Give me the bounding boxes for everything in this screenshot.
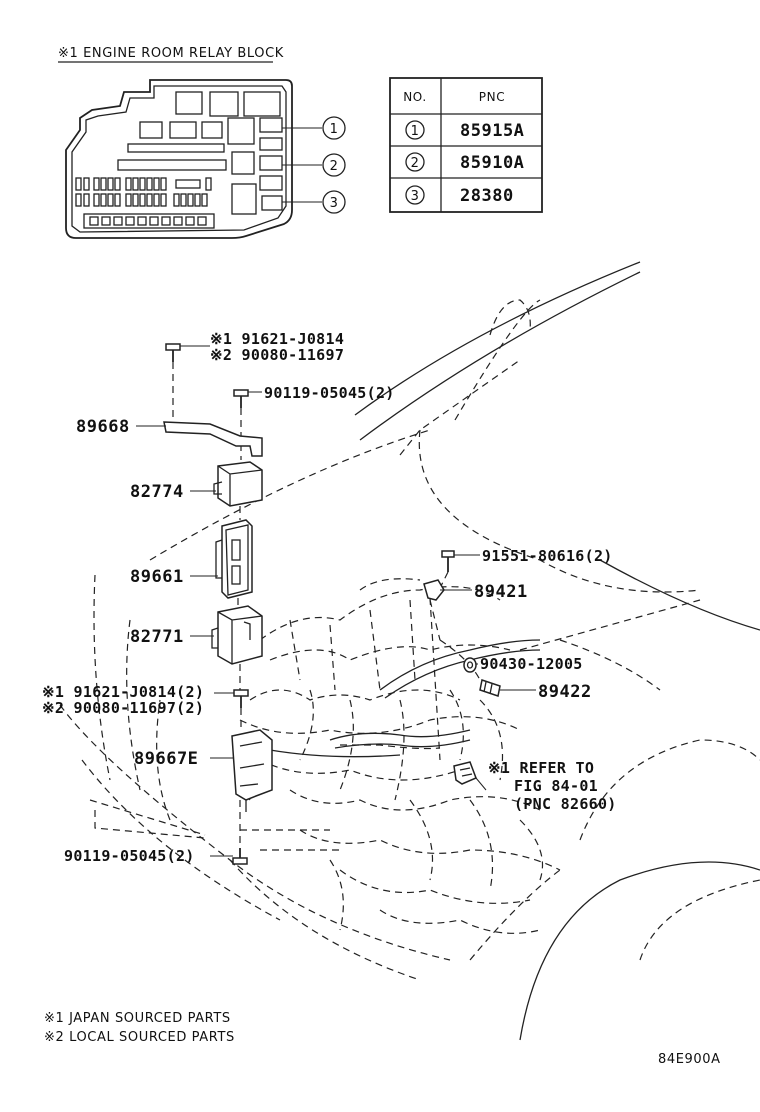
footnote-local: ※2 LOCAL SOURCED PARTS	[44, 1030, 235, 1045]
leader-lines	[136, 345, 536, 857]
pnc-row-2-pnc: 85910A	[460, 153, 524, 173]
pnc-table: NO. PNC 1 85915A 2 85910A 3 28380	[389, 77, 543, 213]
label-bolt-mid-1: ※1 91621-J0814(2)	[42, 683, 204, 701]
pnc-table-header-no: NO.	[403, 90, 427, 104]
label-bolt-top-3: 90119-05045(2)	[264, 384, 395, 402]
bolt-top-left	[165, 343, 181, 420]
footnote-japan: ※1 JAPAN SOURCED PARTS	[44, 1011, 231, 1026]
cover-82774	[213, 461, 263, 507]
relay-block-fuse-strip	[117, 143, 227, 171]
label-89661: 89661	[130, 567, 184, 587]
pnc-table-border	[389, 77, 543, 213]
relay-block-section: ※1 ENGINE ROOM RELAY BLOCK	[58, 46, 346, 239]
pnc-row-2-no: 2	[411, 156, 420, 171]
sensor-89422	[479, 679, 501, 697]
cover-82771	[211, 605, 263, 665]
callout-circle-1	[322, 116, 346, 140]
label-bolt-mid-2: ※2 90080-11697(2)	[42, 699, 204, 717]
footnotes: ※1 JAPAN SOURCED PARTS ※2 LOCAL SOURCED …	[44, 1011, 721, 1067]
callout-number-2: 2	[330, 159, 339, 174]
figure-code: 84E900A	[658, 1052, 721, 1067]
washer-90430	[463, 657, 477, 673]
callout-circle-2	[322, 153, 346, 177]
label-89421: 89421	[474, 582, 528, 602]
label-89422: 89422	[538, 682, 592, 702]
callout-circle-3	[322, 190, 346, 214]
relay-block-housing	[65, 79, 293, 239]
label-bolt-top-2: ※2 90080-11697	[210, 346, 344, 364]
relay-block-bottom-connectors	[83, 213, 215, 229]
label-82771: 82771	[130, 627, 184, 647]
bolt-top-right	[233, 389, 249, 460]
pnc-row-1-circle	[405, 120, 425, 140]
relay-block-right-relays	[231, 151, 283, 215]
bolt-mid	[233, 689, 249, 732]
label-refer-1: ※1 REFER TO	[488, 759, 594, 777]
sensor-89421	[423, 579, 445, 761]
label-bolt-top-1: ※1 91621-J0814	[210, 330, 344, 348]
pnc-row-3-circle	[405, 185, 425, 205]
label-bolt-bottom: 90119-05045(2)	[64, 847, 195, 865]
bolt-bottom	[232, 848, 248, 865]
pnc-row-1-pnc: 85915A	[460, 121, 524, 141]
sensor-82660-connector	[453, 761, 477, 785]
relay-block-mini-fuses	[75, 177, 212, 207]
callout-number-3: 3	[330, 196, 339, 211]
bolt-91551	[439, 550, 455, 589]
pnc-row-2-circle	[405, 152, 425, 172]
engine-assembly-sketch	[239, 578, 561, 934]
label-89667e: 89667E	[134, 749, 198, 769]
label-refer-3: (PNC 82660)	[514, 795, 617, 813]
label-89668: 89668	[76, 417, 130, 437]
label-refer-2: FIG 84-01	[514, 777, 598, 795]
relay-block-inner-rim	[71, 85, 287, 233]
pnc-row-3-no: 3	[411, 189, 420, 204]
relay-block-top-relays	[139, 91, 283, 151]
part-labels: ※1 91621-J0814 ※2 90080-11697 90119-0504…	[42, 330, 617, 865]
pnc-table-header-pnc: PNC	[479, 90, 505, 104]
vehicle-body-outline	[59, 261, 760, 1041]
label-91551: 91551-80616(2)	[482, 547, 613, 565]
relay-block-title: ※1 ENGINE ROOM RELAY BLOCK	[58, 46, 284, 61]
bracket-89667e	[231, 729, 273, 812]
ecu-89661	[215, 519, 253, 599]
callout-number-1: 1	[330, 122, 339, 137]
label-90430: 90430-12005	[480, 655, 583, 673]
pnc-row-1-no: 1	[411, 124, 420, 139]
pnc-row-3-pnc: 28380	[460, 186, 514, 206]
bracket-89668	[163, 421, 263, 457]
label-82774: 82774	[130, 482, 184, 502]
